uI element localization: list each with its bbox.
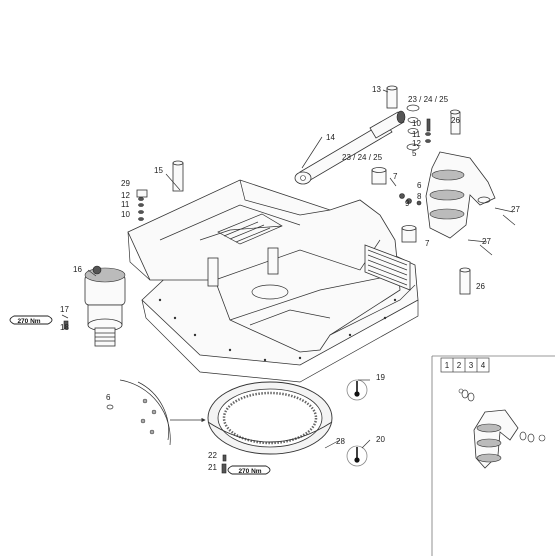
callout-28: 28 — [336, 437, 345, 446]
callout-22: 22 — [208, 451, 217, 460]
callout-8: 8 — [417, 192, 422, 201]
grease-icon-19 — [346, 379, 368, 401]
slewing-ring — [207, 381, 333, 455]
callout-19: 19 — [376, 373, 385, 382]
callout-27-bottom: 27 — [482, 237, 491, 246]
callout-7-bottom: 7 — [425, 239, 430, 248]
callout-26-top: 26 — [451, 116, 460, 125]
callout-21: 21 — [208, 463, 217, 472]
callout-17: 17 — [60, 305, 69, 314]
callout-15: 15 — [154, 166, 163, 175]
callout-11-left: 11 — [121, 200, 130, 209]
callout-labels: 13 23 / 24 / 25 10 11 12 5 26 14 23 / 24… — [60, 85, 520, 472]
callout-11-right: 11 — [412, 130, 421, 139]
callout-23-24-25-mid: 23 / 24 / 25 — [342, 153, 383, 162]
bolt-18 — [63, 320, 69, 330]
callout-6-detail: 6 — [106, 393, 111, 402]
callout-18: 18 — [60, 323, 69, 332]
upper-frame — [127, 179, 419, 383]
legend-cell-1: 1 — [445, 361, 450, 370]
callout-27-top: 27 — [511, 205, 520, 214]
torque-symbol-lower: 270 Nm — [227, 465, 271, 475]
callout-29: 29 — [121, 179, 130, 188]
callout-12-right: 12 — [412, 139, 421, 148]
callout-16: 16 — [73, 265, 82, 274]
pins-bushings — [172, 85, 516, 295]
torque-label-lower: 270 Nm — [238, 468, 261, 475]
legend-bracket-illustration — [458, 388, 546, 469]
torque-symbol-upper: 270 Nm — [9, 315, 53, 325]
hardware-right — [399, 118, 431, 206]
hardware-left — [136, 189, 148, 221]
callout-23-24-25-top: 23 / 24 / 25 — [408, 95, 449, 104]
callout-5: 5 — [412, 149, 417, 158]
plate-holes — [158, 298, 397, 362]
swing-motor — [84, 265, 126, 347]
leader-lines — [61, 89, 514, 449]
callout-7-top: 7 — [393, 172, 398, 181]
bolt-22 — [222, 454, 227, 462]
boom-cylinder — [294, 110, 406, 185]
callout-26-bottom: 26 — [476, 282, 485, 291]
legend-cell-2: 2 — [457, 361, 462, 370]
swing-bracket — [425, 151, 496, 239]
callout-20: 20 — [376, 435, 385, 444]
callout-14: 14 — [326, 133, 335, 142]
variant-legend-panel: 1 2 3 4 — [431, 355, 555, 556]
grease-icon-20 — [346, 445, 368, 467]
callout-6-top: 6 — [417, 181, 422, 190]
bolt-21 — [221, 463, 227, 474]
callout-13: 13 — [372, 85, 381, 94]
callout-12-left: 12 — [121, 191, 130, 200]
detail-view — [106, 379, 206, 446]
legend-cell-4: 4 — [481, 361, 486, 370]
torque-label-upper: 270 Nm — [17, 318, 40, 325]
callout-10-left: 10 — [121, 210, 130, 219]
callout-9: 9 — [405, 199, 410, 208]
callout-10-right: 10 — [412, 119, 421, 128]
legend-cell-3: 3 — [469, 361, 474, 370]
